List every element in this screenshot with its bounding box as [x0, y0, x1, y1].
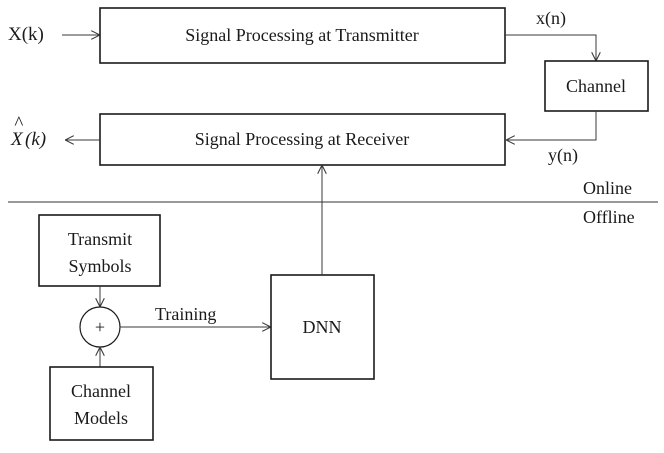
- transmit-symbols-block: Transmit Symbols: [38, 214, 161, 287]
- dnn-block: DNN: [270, 274, 375, 380]
- channel-models-block: Channel Models: [49, 366, 154, 441]
- transmitter-block: Signal Processing at Transmitter: [99, 7, 506, 64]
- online-label: Online: [583, 178, 632, 198]
- training-label: Training: [155, 304, 216, 324]
- channel-block: Channel: [544, 60, 649, 112]
- tx-output-label: x(n): [536, 8, 566, 29]
- output-symbol: X ^ (k): [10, 113, 46, 150]
- transmitter-label: Signal Processing at Transmitter: [185, 25, 419, 45]
- receiver-label: Signal Processing at Receiver: [195, 129, 409, 149]
- channel-models-line-1: Channel: [71, 381, 131, 401]
- dnn-label: DNN: [303, 317, 342, 337]
- channel-label: Channel: [566, 76, 626, 96]
- rx-input-label: y(n): [548, 145, 578, 166]
- channel-to-receiver-arrow: [507, 111, 597, 140]
- adder: +: [79, 306, 121, 348]
- output-symbol-arg: (k): [25, 129, 46, 150]
- transmit-symbols-line-2: Symbols: [68, 256, 131, 276]
- output-symbol-base: X: [10, 129, 24, 150]
- offline-label: Offline: [583, 207, 635, 227]
- output-hat: ^: [14, 113, 24, 134]
- channel-models-line-2: Models: [74, 408, 128, 428]
- input-symbol-label: X(k): [8, 24, 44, 45]
- tx-to-channel-arrow: [505, 34, 596, 60]
- transmit-symbols-line-1: Transmit: [68, 229, 132, 249]
- receiver-block: Signal Processing at Receiver: [99, 113, 506, 166]
- adder-symbol: +: [95, 317, 105, 337]
